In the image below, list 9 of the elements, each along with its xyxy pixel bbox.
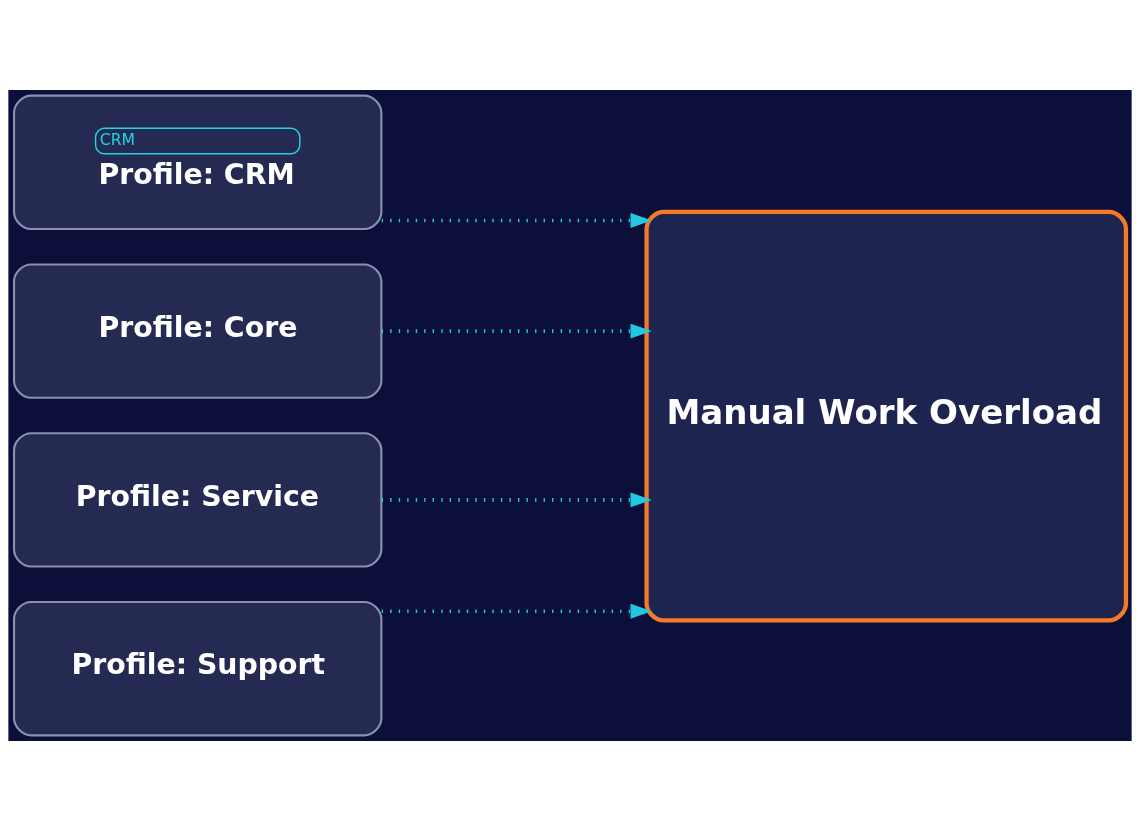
arrow [381, 323, 652, 339]
node-box: Manual Work Overload [644, 209, 1129, 623]
node-box: Profile: Core [12, 262, 383, 399]
node-box: CRM Profile: CRM [12, 94, 383, 230]
arrow [381, 212, 652, 228]
arrow [381, 603, 652, 619]
node-box: Profile: Service [12, 431, 383, 568]
node-box: Profile: Support [12, 600, 383, 736]
arrow [381, 491, 652, 507]
